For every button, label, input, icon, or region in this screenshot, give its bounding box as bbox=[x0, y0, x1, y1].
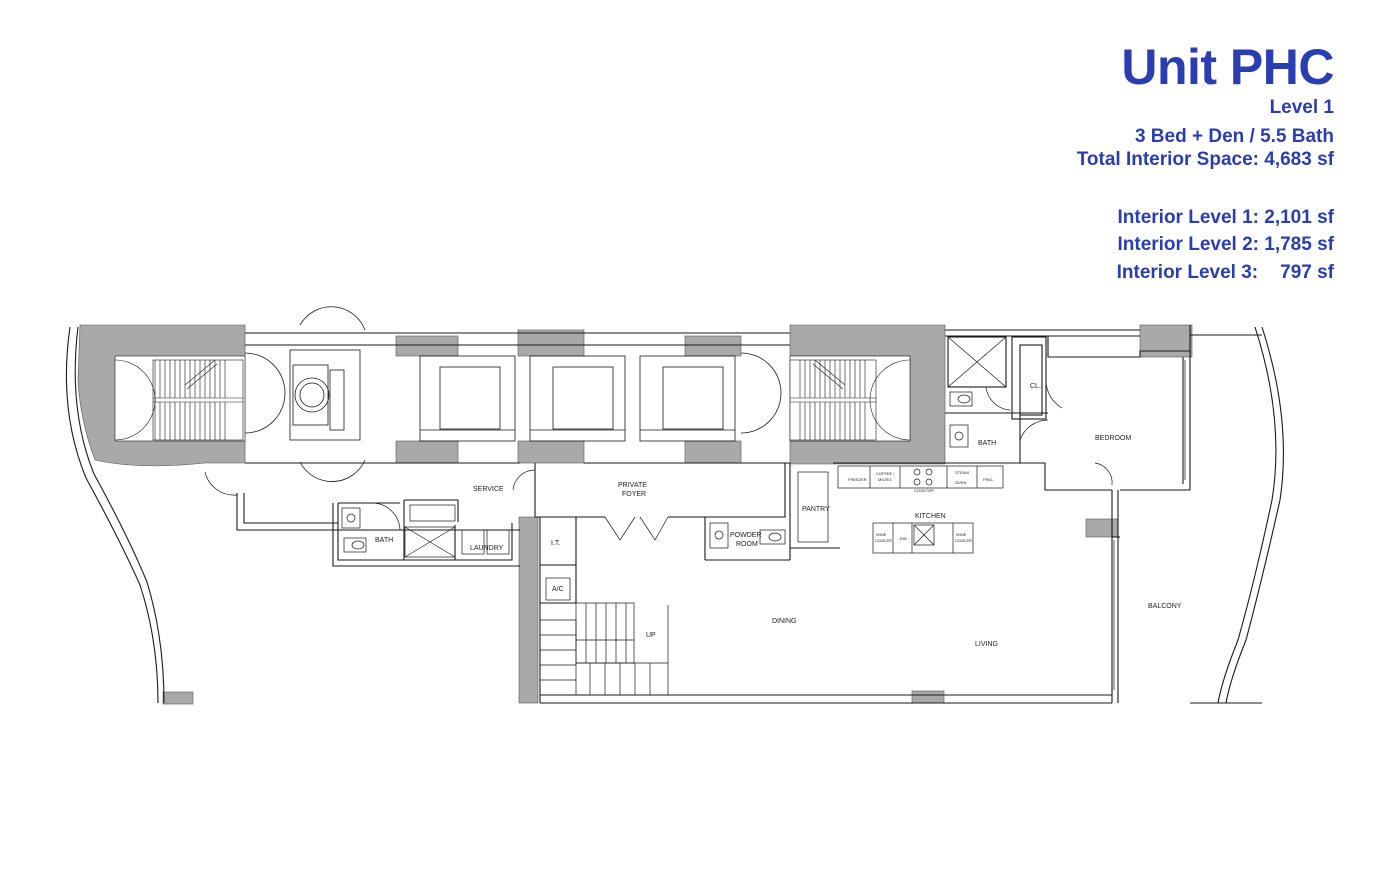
interior-level-3-label: Interior Level 3: 797 sf bbox=[1117, 262, 1334, 284]
label-coffee: COFFEE / bbox=[876, 471, 895, 476]
label-room: ROOM bbox=[736, 541, 758, 548]
label-oven: OVEN bbox=[955, 480, 966, 485]
kitchen-fixtures bbox=[837, 465, 1004, 554]
label-it: I.T. bbox=[551, 540, 560, 547]
room-labels: SERVICE PRIVATE FOYER BATH LAUNDRY I.T. … bbox=[375, 383, 1182, 648]
label-closet: CL. bbox=[1030, 383, 1041, 390]
foyer-and-services bbox=[512, 462, 1113, 695]
label-ac: A/C bbox=[552, 586, 564, 593]
label-freezer: FREEZER bbox=[848, 477, 867, 482]
label-laundry: LAUNDRY bbox=[470, 545, 504, 552]
label-service-bath: BATH bbox=[375, 537, 393, 544]
stairs-east bbox=[789, 355, 911, 442]
label-private: PRIVATE bbox=[618, 482, 647, 489]
label-cooler-right: COOLER bbox=[955, 538, 972, 543]
label-steam: STEAM bbox=[955, 470, 969, 475]
beds-baths-label: 3 Bed + Den / 5.5 Bath bbox=[1134, 126, 1334, 147]
label-foyer: FOYER bbox=[622, 491, 646, 498]
label-service: SERVICE bbox=[473, 486, 504, 493]
label-wine-right: WINE bbox=[956, 532, 967, 537]
appliance-labels: FREEZER COFFEE / MICRO. COOKTOP STEAM OV… bbox=[848, 470, 994, 543]
interior-level-3-name: Interior Level 3: bbox=[1116, 262, 1259, 283]
service-fixtures bbox=[204, 471, 510, 558]
label-bedroom-bath: BATH bbox=[978, 440, 996, 447]
walls-outline bbox=[65, 325, 1284, 704]
interior-level-3-value: 797 sf bbox=[1280, 262, 1334, 283]
elevator-core bbox=[244, 306, 782, 482]
label-pantry: PANTRY bbox=[802, 506, 830, 513]
label-up: UP bbox=[646, 632, 656, 639]
level-label: Level 1 bbox=[1269, 97, 1334, 118]
total-interior-label: Total Interior Space: 4,683 sf bbox=[1076, 149, 1334, 170]
interior-level-2-value: 1,785 sf bbox=[1264, 234, 1334, 255]
label-bedroom: BEDROOM bbox=[1095, 435, 1131, 442]
label-balcony: BALCONY bbox=[1148, 603, 1182, 610]
label-micro: MICRO. bbox=[878, 477, 892, 482]
label-dw: DW bbox=[900, 536, 907, 541]
label-wine-left: WINE bbox=[876, 532, 887, 537]
interior-level-2-name: Interior Level 2: bbox=[1117, 234, 1259, 255]
label-frig: FRIG. bbox=[983, 477, 994, 482]
label-living: LIVING bbox=[975, 641, 998, 648]
stairs-west bbox=[114, 355, 246, 442]
interior-level-1-label: Interior Level 1: 2,101 sf bbox=[1117, 207, 1335, 228]
interior-level-2-label: Interior Level 2: 1,785 sf bbox=[1117, 234, 1334, 256]
label-kitchen: KITCHEN bbox=[915, 513, 946, 520]
label-dining: DINING bbox=[772, 618, 797, 625]
label-cooktop: COOKTOP bbox=[914, 488, 934, 493]
label-cooler-left: COOLER bbox=[875, 538, 892, 543]
label-powder: POWDER bbox=[730, 532, 762, 539]
bedroom-fixtures bbox=[947, 336, 1186, 690]
unit-title: Unit PHC bbox=[1121, 39, 1334, 95]
